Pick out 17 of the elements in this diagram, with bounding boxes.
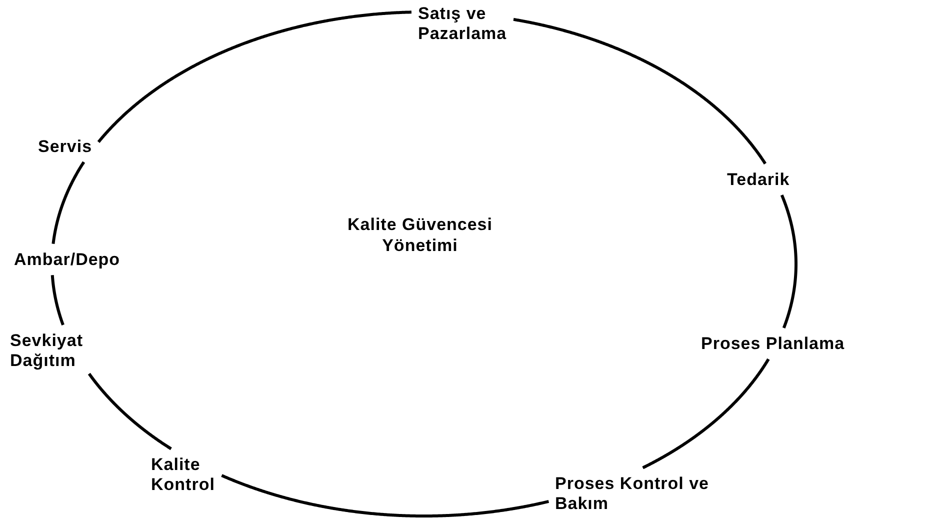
center-label: Kalite Güvencesi Yönetimi xyxy=(346,214,494,256)
connector-line xyxy=(97,10,412,143)
step-label: Ambar/Depo xyxy=(14,250,154,270)
connector-line xyxy=(50,274,64,326)
step-label: Sevkiyat Dağıtım xyxy=(10,331,115,371)
step-label: Servis xyxy=(38,137,108,157)
step-label: Tedarik xyxy=(727,170,807,190)
connector-line xyxy=(513,18,766,164)
connector-line xyxy=(642,358,770,470)
connector-line xyxy=(780,194,798,329)
connector-line xyxy=(88,372,172,450)
step-label: Kalite Kontrol xyxy=(151,455,236,495)
step-label: Satış ve Pazarlama xyxy=(418,4,528,44)
connector-line xyxy=(52,160,86,246)
connector-line xyxy=(221,474,550,518)
step-label: Proses Kontrol ve Bakım xyxy=(555,474,730,514)
step-label: Proses Planlama xyxy=(701,334,926,354)
